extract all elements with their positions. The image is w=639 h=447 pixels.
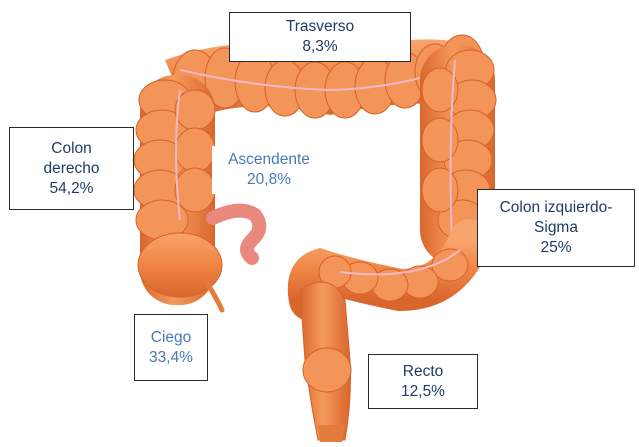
label-colon-izquierdo-line2: Sigma bbox=[534, 218, 578, 238]
label-colon-derecho-line2: derecho bbox=[43, 159, 99, 179]
label-recto-value: 12,5% bbox=[401, 382, 445, 402]
label-colon-derecho-line1: Colon bbox=[51, 139, 92, 159]
label-colon-derecho-value: 54,2% bbox=[50, 179, 94, 199]
label-ciego-value: 33,4% bbox=[149, 348, 193, 368]
label-ascendente: Ascendente 20,8% bbox=[212, 146, 326, 194]
label-ascendente-name: Ascendente bbox=[228, 150, 310, 170]
label-colon-izquierdo-line1: Colon izquierdo- bbox=[500, 198, 613, 218]
label-trasverso-value: 8,3% bbox=[302, 37, 337, 57]
label-trasverso: Trasverso 8,3% bbox=[229, 12, 411, 62]
label-colon-izquierdo-value: 25% bbox=[540, 238, 571, 258]
label-ciego-name: Ciego bbox=[151, 328, 192, 348]
label-trasverso-name: Trasverso bbox=[286, 17, 354, 37]
label-recto-name: Recto bbox=[403, 362, 444, 382]
label-colon-izquierdo: Colon izquierdo- Sigma 25% bbox=[477, 189, 635, 267]
ileum bbox=[213, 211, 259, 258]
label-recto: Recto 12,5% bbox=[368, 354, 478, 409]
label-ciego: Ciego 33,4% bbox=[134, 314, 208, 381]
rectum bbox=[300, 282, 351, 442]
label-colon-derecho: Colon derecho 54,2% bbox=[9, 127, 134, 210]
label-ascendente-value: 20,8% bbox=[247, 170, 291, 190]
